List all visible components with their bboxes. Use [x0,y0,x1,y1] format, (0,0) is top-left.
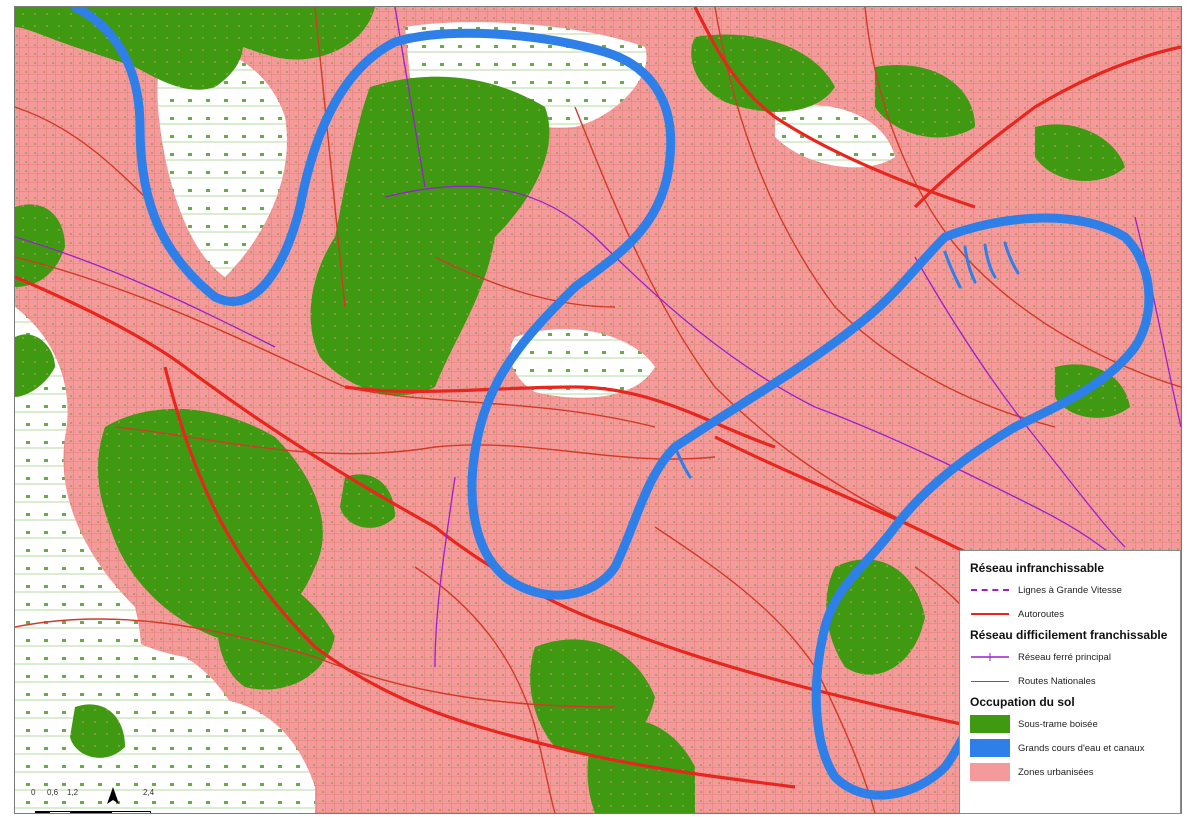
open-land-north-bend [157,44,287,278]
scale-label-1: 0,6 [47,788,59,797]
forest-meudon [826,559,925,675]
scale-segment-1 [35,811,49,813]
forest-saint-germain [310,76,550,396]
dashed-line-icon [971,589,1009,591]
north-arrow-icon [105,786,121,806]
rail-line-icon [971,653,1009,661]
map-canvas[interactable]: 0 0,6 1,2 2,4 [14,6,1182,814]
scale-label-0: 0 [31,788,36,797]
urban-swatch [970,763,1010,781]
legend-item-autoroutes: Autoroutes [968,604,1172,624]
legend-item-rail: Réseau ferré principal [968,647,1172,667]
legend-label-urban: Zones urbanisées [1018,766,1094,778]
river-seine [70,7,1154,800]
scale-bar: 0 0,6 1,2 2,4 [31,786,191,813]
river-docks [673,241,1020,479]
forest-west-edge [15,204,65,287]
forest-ne1 [691,34,835,112]
thick-line-icon [971,613,1009,615]
thin-line-icon [971,680,1009,682]
legend-item-urban: Zones urbanisées [968,762,1172,782]
legend-title-infranchissable: Réseau infranchissable [970,561,1105,575]
motorway-a13 [15,275,976,729]
forest-swatch [970,715,1010,733]
open-land-south [184,697,315,813]
legend-item-forest: Sous-trame boisée [968,714,1172,734]
legend-label-routes-nationales: Routes Nationales [1018,675,1096,687]
open-land-center [510,328,655,398]
motorway-a15 [693,7,976,209]
forest-ne3 [1035,124,1125,181]
water-swatch [970,739,1010,757]
map-legend: Réseau infranchissable Lignes à Grande V… [959,550,1181,814]
forest-southwest [216,567,335,690]
legend-title-occupation: Occupation du sol [970,695,1075,709]
motorway-north [913,45,1181,209]
scale-segment-3 [71,811,111,813]
legend-label-water: Grands cours d'eau et canaux [1018,742,1145,754]
scale-label-3: 2,4 [143,788,155,797]
legend-label-rail: Réseau ferré principal [1018,651,1111,663]
forest-center-patch [340,474,395,528]
legend-label-forest: Sous-trame boisée [1018,718,1098,730]
open-land-east [775,104,895,168]
map-svg [15,7,1181,813]
legend-item-water: Grands cours d'eau et canaux [968,738,1172,758]
legend-label-lgv: Lignes à Grande Vitesse [1018,584,1122,596]
forest-north [175,7,375,60]
scale-segment-4 [111,811,151,813]
forest-north-west [15,7,244,90]
national-roads-layer [15,7,1181,813]
water-layer [70,7,1154,800]
forest-sw2 [70,704,125,758]
forest-layer [15,7,1130,813]
forest-west2 [15,334,55,397]
forest-ne2 [875,65,975,138]
scale-label-2: 1,2 [67,788,79,797]
scale-segment-2 [49,811,71,813]
legend-label-autoroutes: Autoroutes [1018,608,1064,620]
legend-item-lgv: Lignes à Grande Vitesse [968,580,1172,600]
legend-title-difficilement: Réseau difficilement franchissable [970,628,1168,642]
rail-layer [15,7,1181,668]
motorway-a86 [163,366,796,789]
legend-item-routes-nationales: Routes Nationales [968,671,1172,691]
